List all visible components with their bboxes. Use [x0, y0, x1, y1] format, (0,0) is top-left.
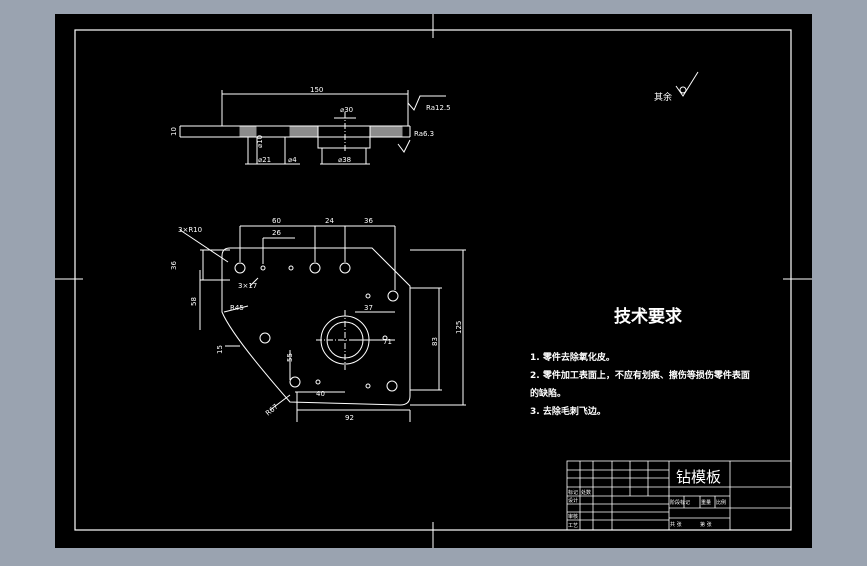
dim-d21: ⌀21 — [258, 156, 271, 164]
tb-label-design: 设计 — [568, 497, 578, 504]
tb-label-weight: 重量 — [701, 499, 711, 506]
dim-d38: ⌀38 — [338, 156, 351, 164]
dim-d10: ⌀10 — [256, 135, 264, 148]
dim-3x17: 3×17 — [238, 282, 257, 290]
tb-label-total-sheets: 共 张 — [670, 521, 682, 528]
dim-58: 58 — [190, 297, 198, 306]
title-block — [566, 460, 792, 531]
dim-37: 37 — [364, 304, 373, 312]
tb-label-sheet-no: 第 张 — [700, 521, 712, 528]
surface-finish-note: 其余 — [654, 91, 672, 103]
dim-55: 55 — [286, 353, 294, 362]
tech-req-item-2-cont: 的缺陷。 — [530, 387, 566, 399]
dim-10: 10 — [170, 127, 178, 136]
tb-label-mark: 标记 — [568, 489, 578, 496]
tb-label-count: 处数 — [581, 489, 591, 496]
roughness-symbol-icon — [675, 71, 699, 97]
front-view — [179, 225, 466, 422]
top-view — [179, 90, 446, 165]
dim-36: 36 — [364, 217, 373, 225]
tech-req-item-1: 1. 零件去除氧化皮。 — [530, 351, 615, 363]
tb-label-stage: 阶段标记 — [670, 499, 690, 506]
tech-req-item-3: 3. 去除毛刺飞边。 — [530, 405, 606, 417]
roughness-ra12-5: Ra12.5 — [426, 104, 451, 112]
dim-d30: ⌀30 — [340, 106, 353, 114]
roughness-ra6-3: Ra6.3 — [414, 130, 434, 138]
dim-r45: R45 — [230, 304, 244, 312]
dim-125: 125 — [455, 321, 463, 334]
dim-60: 60 — [272, 217, 281, 225]
dim-d4: ⌀4 — [288, 156, 297, 164]
drawing-sheet — [55, 14, 812, 548]
tb-label-process: 工艺 — [568, 523, 578, 529]
tech-req-item-2: 2. 零件加工表面上，不应有划痕、擦伤等损伤零件表面 — [530, 369, 750, 381]
tb-label-review: 审核 — [568, 513, 578, 520]
dim-3r10: 3×R10 — [178, 226, 202, 234]
dim-92: 92 — [345, 414, 354, 422]
dim-40: 40 — [316, 390, 325, 398]
centering-marks — [55, 14, 812, 548]
tb-label-scale: 比例 — [716, 499, 726, 506]
tech-requirements-title: 技术要求 — [614, 306, 682, 327]
dim-15: 15 — [216, 345, 224, 354]
dim-150: 150 — [310, 86, 323, 94]
part-name: 钻模板 — [676, 468, 721, 486]
dim-83: 83 — [431, 337, 439, 346]
dim-36-vertical: 36 — [170, 261, 178, 270]
dim-24: 24 — [325, 217, 334, 225]
dim-26: 26 — [272, 229, 281, 237]
dim-71: 71 — [383, 338, 392, 346]
